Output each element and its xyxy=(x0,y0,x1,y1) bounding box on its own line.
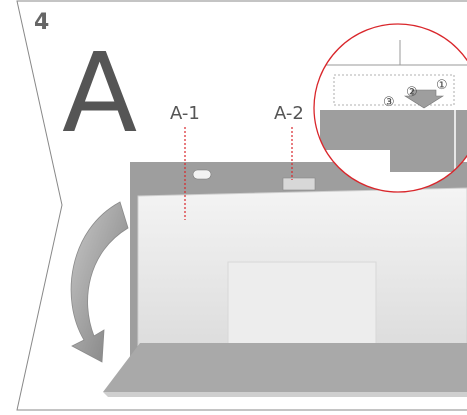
detail-mark-3: ③ xyxy=(383,95,395,110)
panel-slot xyxy=(192,169,212,180)
fold-arrow xyxy=(70,201,129,363)
tab-a2 xyxy=(282,177,316,191)
part-letter: A xyxy=(62,29,138,157)
panel-bottom-shadow xyxy=(103,392,467,397)
panel-bottom xyxy=(103,343,467,392)
panel-window xyxy=(227,261,377,353)
detail-mark-2: ② xyxy=(406,85,418,100)
detail-circle xyxy=(313,23,467,193)
detail-arrow xyxy=(403,89,445,109)
step-frame xyxy=(16,0,467,411)
step-number: 4 xyxy=(34,10,50,35)
callout-a1: A-1 xyxy=(170,103,200,124)
detail-view xyxy=(314,24,467,192)
callout-a2: A-2 xyxy=(274,103,304,124)
detail-mark-1: ① xyxy=(436,78,448,93)
